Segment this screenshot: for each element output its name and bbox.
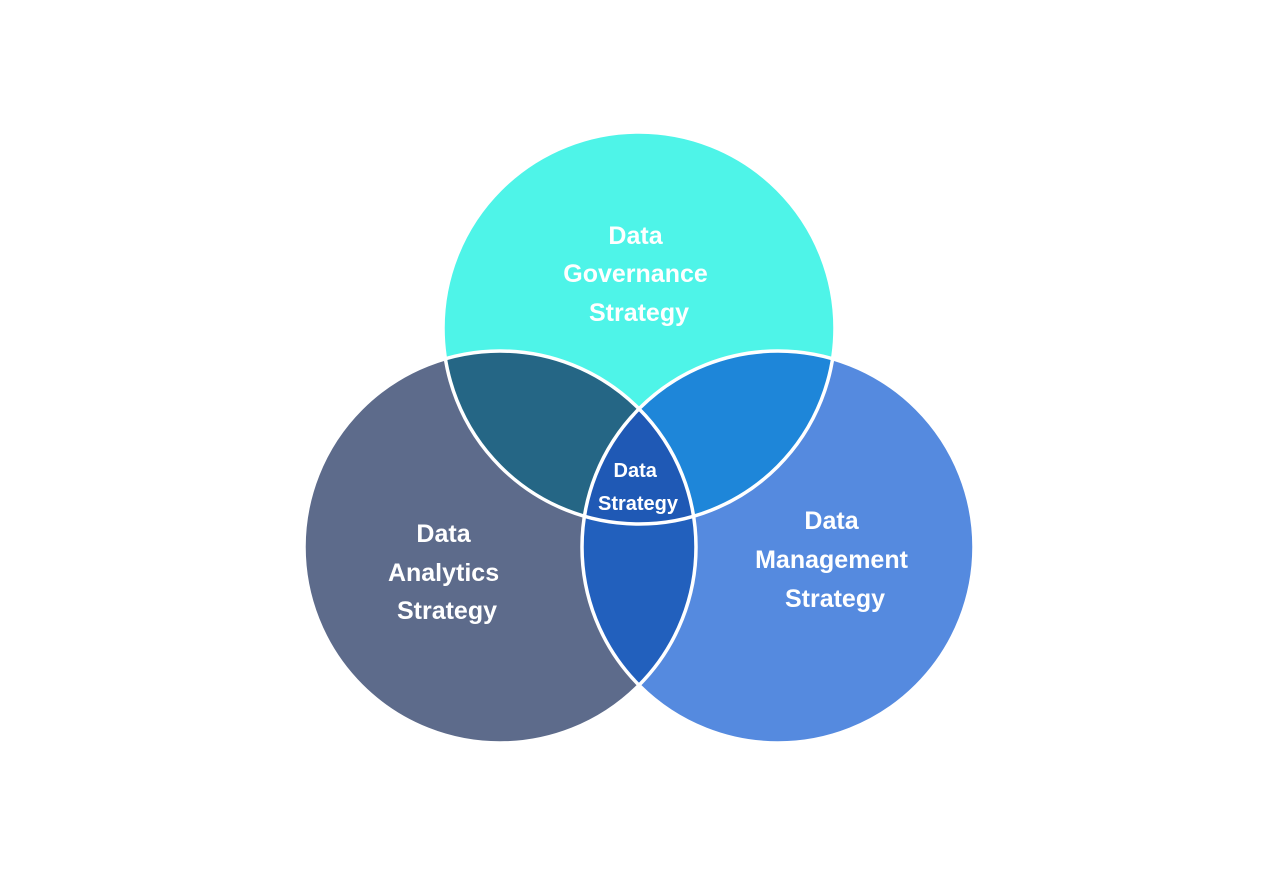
circle-outlines xyxy=(302,130,976,745)
label-governance: Data Governance Strategy xyxy=(563,222,714,327)
label-management: Data Management Strategy xyxy=(755,507,915,613)
label-analytics: Data Analytics Strategy xyxy=(388,520,506,625)
overlap-governance-management xyxy=(582,351,835,524)
outline-analytics xyxy=(302,349,698,745)
label-center: Data Strategy xyxy=(598,460,679,515)
overlap-governance-analytics xyxy=(443,351,696,524)
outline-management xyxy=(580,349,976,745)
outline-governance xyxy=(441,130,837,526)
